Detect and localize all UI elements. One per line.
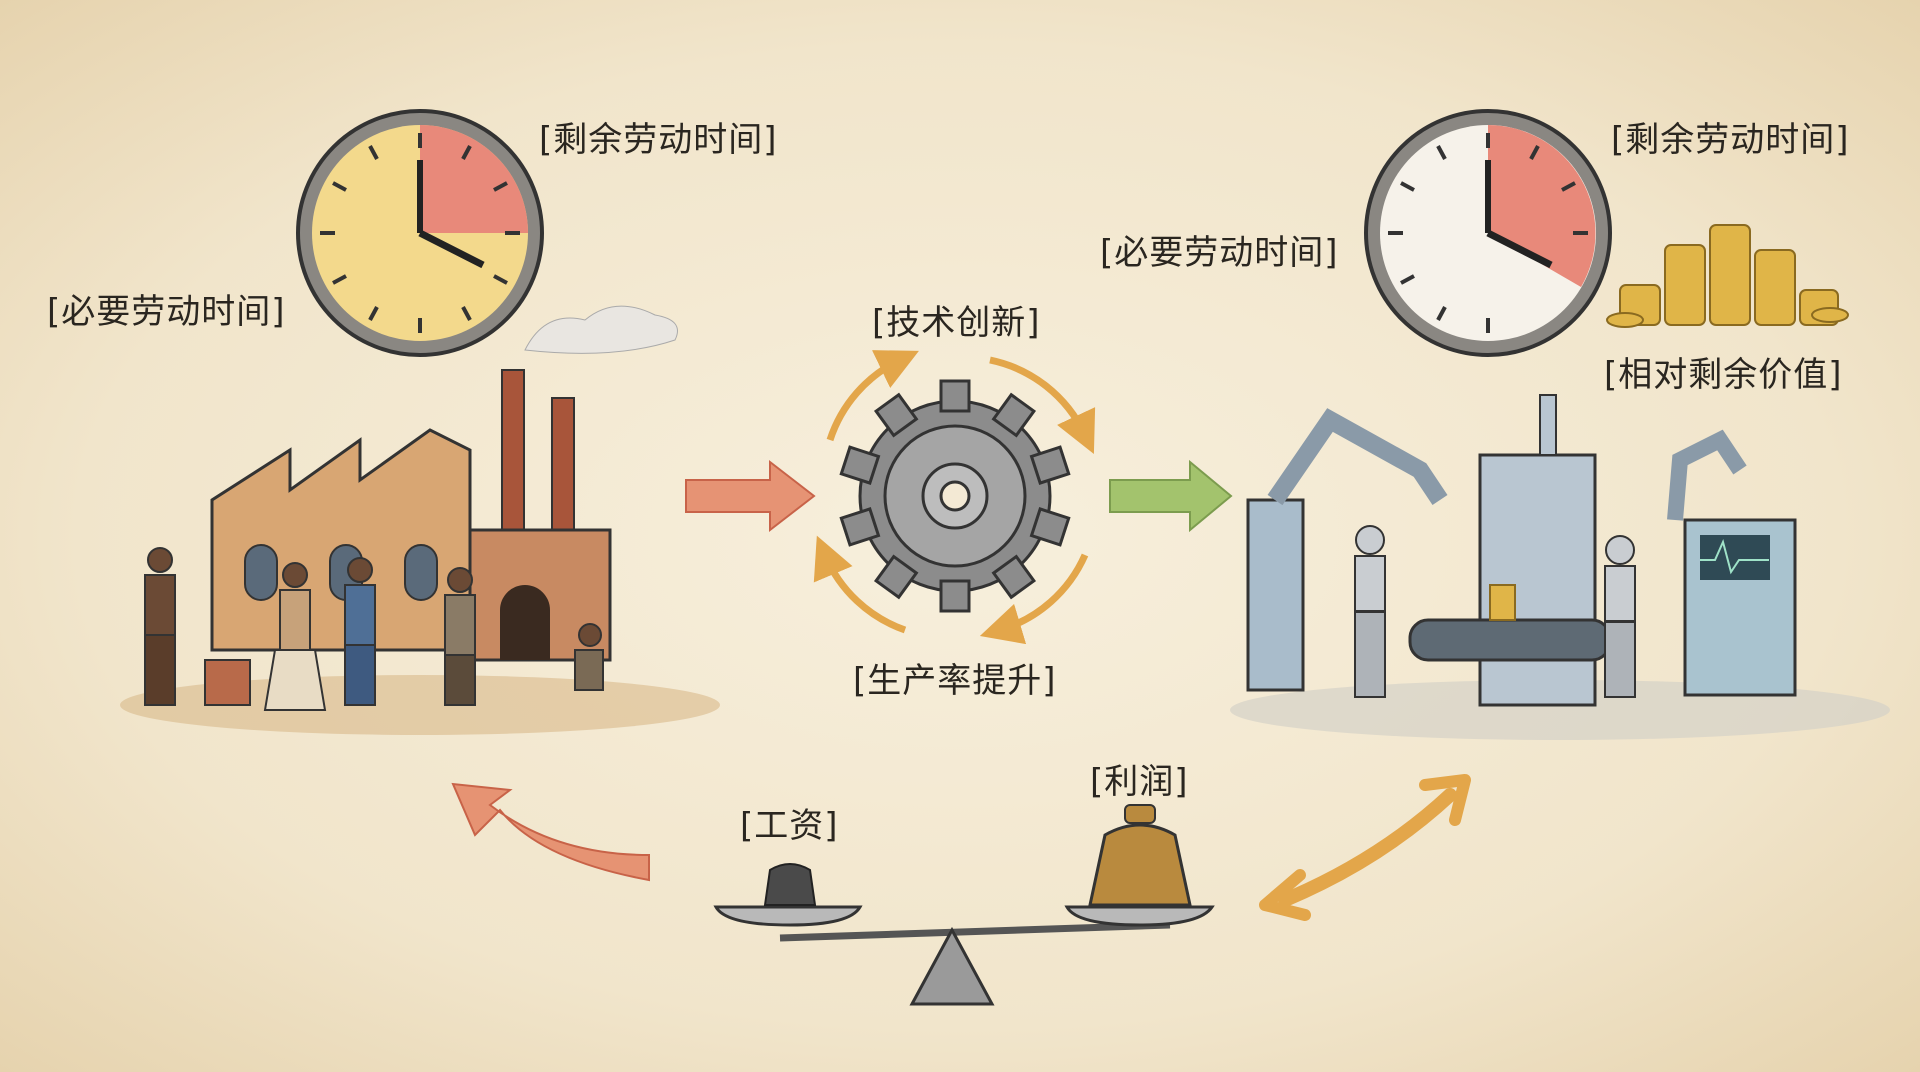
profit-pan bbox=[1064, 905, 1215, 927]
profit-label: [利润] bbox=[1090, 762, 1189, 802]
right-arrow-red bbox=[685, 459, 816, 533]
manual-factory-illustration bbox=[120, 305, 720, 735]
conveyor-belt bbox=[1408, 618, 1612, 662]
profit-weight bbox=[1088, 823, 1192, 907]
robots bbox=[1354, 525, 1636, 698]
double-arrow-orange bbox=[1259, 774, 1471, 921]
wage-label: [工资] bbox=[740, 806, 839, 846]
wage-weight bbox=[763, 863, 817, 906]
right-clock bbox=[1364, 109, 1612, 357]
right-arrow-green bbox=[1109, 459, 1233, 533]
right-necessary-labor-time-label: [必要劳动时间] bbox=[1100, 233, 1339, 273]
gear-icon bbox=[839, 379, 1071, 613]
left-surplus-labor-time-label: [剩余劳动时间] bbox=[539, 120, 778, 160]
tech-innovation-label: [技术创新] bbox=[872, 303, 1041, 343]
left-clock bbox=[296, 109, 544, 357]
left-necessary-labor-time-label: [必要劳动时间] bbox=[47, 292, 286, 332]
productivity-increase-label: [生产率提升] bbox=[853, 661, 1057, 701]
workers bbox=[144, 547, 604, 711]
right-surplus-labor-time-label: [剩余劳动时间] bbox=[1611, 120, 1850, 160]
wage-pan bbox=[713, 905, 863, 927]
balance-scale bbox=[713, 804, 1215, 1006]
cycle-arrows bbox=[813, 350, 1096, 645]
hour-hand bbox=[418, 229, 485, 269]
automated-factory-illustration bbox=[1230, 394, 1890, 740]
relative-surplus-value-label: [相对剩余价值] bbox=[1604, 355, 1843, 395]
left-clock-surplus-sector bbox=[420, 125, 528, 233]
coin-stacks-icon bbox=[1606, 224, 1849, 328]
feedback-arrow-red bbox=[451, 782, 650, 882]
